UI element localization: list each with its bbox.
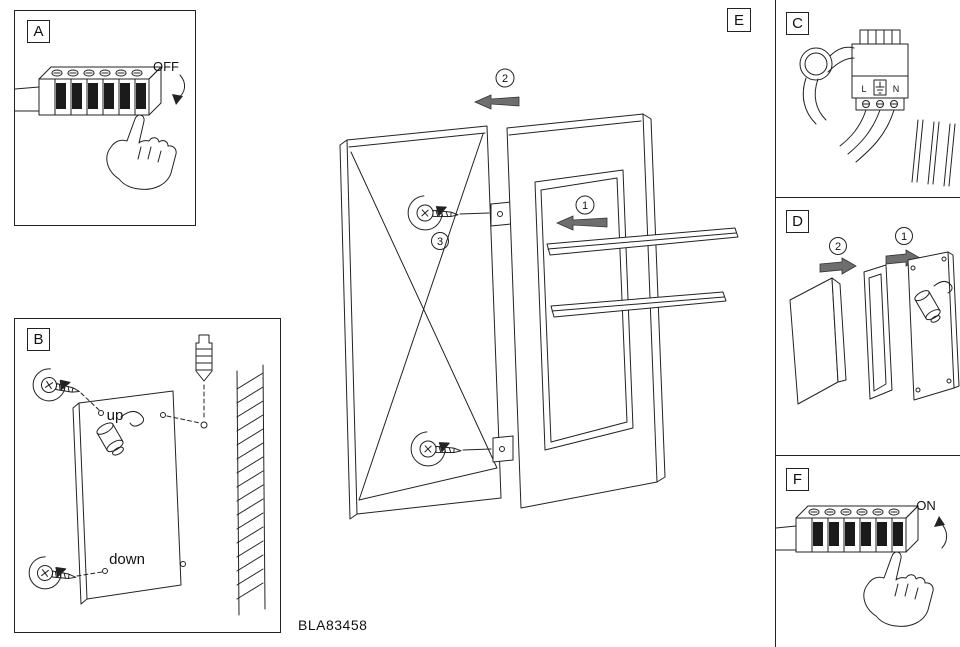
- off-label: OFF: [153, 59, 179, 74]
- panel-a: A: [14, 10, 196, 226]
- wall-hatch: [236, 364, 266, 616]
- up-label: up: [107, 407, 124, 424]
- panel-e-drawing: 3 2 1: [339, 68, 739, 520]
- hand-icon: [863, 551, 934, 627]
- mounting-plate: [72, 390, 186, 605]
- breaker-levers: [813, 522, 903, 546]
- down-label: down: [109, 551, 145, 568]
- panel-b-label: B: [27, 328, 50, 351]
- terminal-n-label: N: [893, 84, 900, 94]
- terminal-l-label: L: [861, 84, 866, 94]
- screw-bottom-icon: [28, 556, 103, 590]
- arrow-right-icon: [819, 257, 857, 275]
- panel-a-label: A: [27, 20, 50, 43]
- panel-c-drawing: L N: [799, 29, 956, 187]
- mounting-bracket-bottom: [492, 435, 514, 463]
- svg-text:3: 3: [437, 236, 443, 248]
- hand-icon: [106, 114, 177, 190]
- frame-panel: [339, 125, 502, 520]
- panel-b-drawing: up down: [28, 334, 266, 616]
- svg-text:1: 1: [582, 200, 588, 212]
- screw-top-icon: [32, 368, 100, 411]
- step-1-marker: 1: [556, 195, 608, 231]
- fixture-rails: [546, 227, 739, 318]
- back-plate: [907, 251, 960, 401]
- arrow-left-icon: [556, 215, 608, 231]
- earth-ground-icon: [875, 81, 885, 94]
- wall-anchor-icon: [166, 334, 213, 429]
- cable-loop: [799, 46, 855, 125]
- screw-bottom-icon: [410, 431, 492, 467]
- svg-text:2: 2: [835, 241, 841, 253]
- panel-d-label: D: [786, 210, 809, 233]
- terminal-block: [851, 29, 909, 111]
- panel-f-label: F: [786, 468, 809, 491]
- step-2-marker: 2: [819, 237, 857, 275]
- panel-b: B: [14, 318, 281, 633]
- panel-f: F: [776, 456, 960, 647]
- arrow-left-icon: [474, 94, 520, 110]
- lamp-socket: [96, 411, 145, 456]
- supply-wires: [839, 109, 895, 163]
- panel-d-drawing: 2 1: [789, 227, 960, 405]
- diffuser-shade: [789, 277, 847, 405]
- step-2-marker: 2: [474, 68, 520, 110]
- trim-frame: [863, 264, 893, 400]
- mounting-bracket-top: [490, 201, 512, 227]
- step-3-marker: 3: [431, 232, 449, 250]
- panel-c: C L N: [776, 0, 960, 197]
- breaker-strip: [15, 66, 162, 116]
- screw-top-icon: [407, 195, 490, 231]
- breaker-levers: [56, 83, 146, 109]
- product-code: BLA83458: [298, 617, 368, 633]
- panel-a-drawing: OFF: [15, 59, 185, 190]
- on-label: ON: [916, 498, 936, 513]
- svg-text:1: 1: [901, 231, 907, 243]
- lamp-socket: [914, 290, 941, 323]
- column-divider: [775, 0, 776, 647]
- flip-off-arrow-icon: [172, 74, 185, 105]
- breaker-strip: [776, 505, 919, 553]
- section-divider-df: [775, 455, 960, 456]
- panel-c-label: C: [786, 12, 809, 35]
- panel-d: D 2 1: [776, 198, 960, 455]
- conduit-lines: [911, 119, 956, 187]
- flip-on-arrow-icon: [934, 516, 948, 549]
- panel-f-drawing: ON: [776, 498, 948, 627]
- section-divider-cd: [775, 197, 960, 198]
- panel-e-label: E: [727, 8, 751, 32]
- svg-text:2: 2: [502, 73, 508, 85]
